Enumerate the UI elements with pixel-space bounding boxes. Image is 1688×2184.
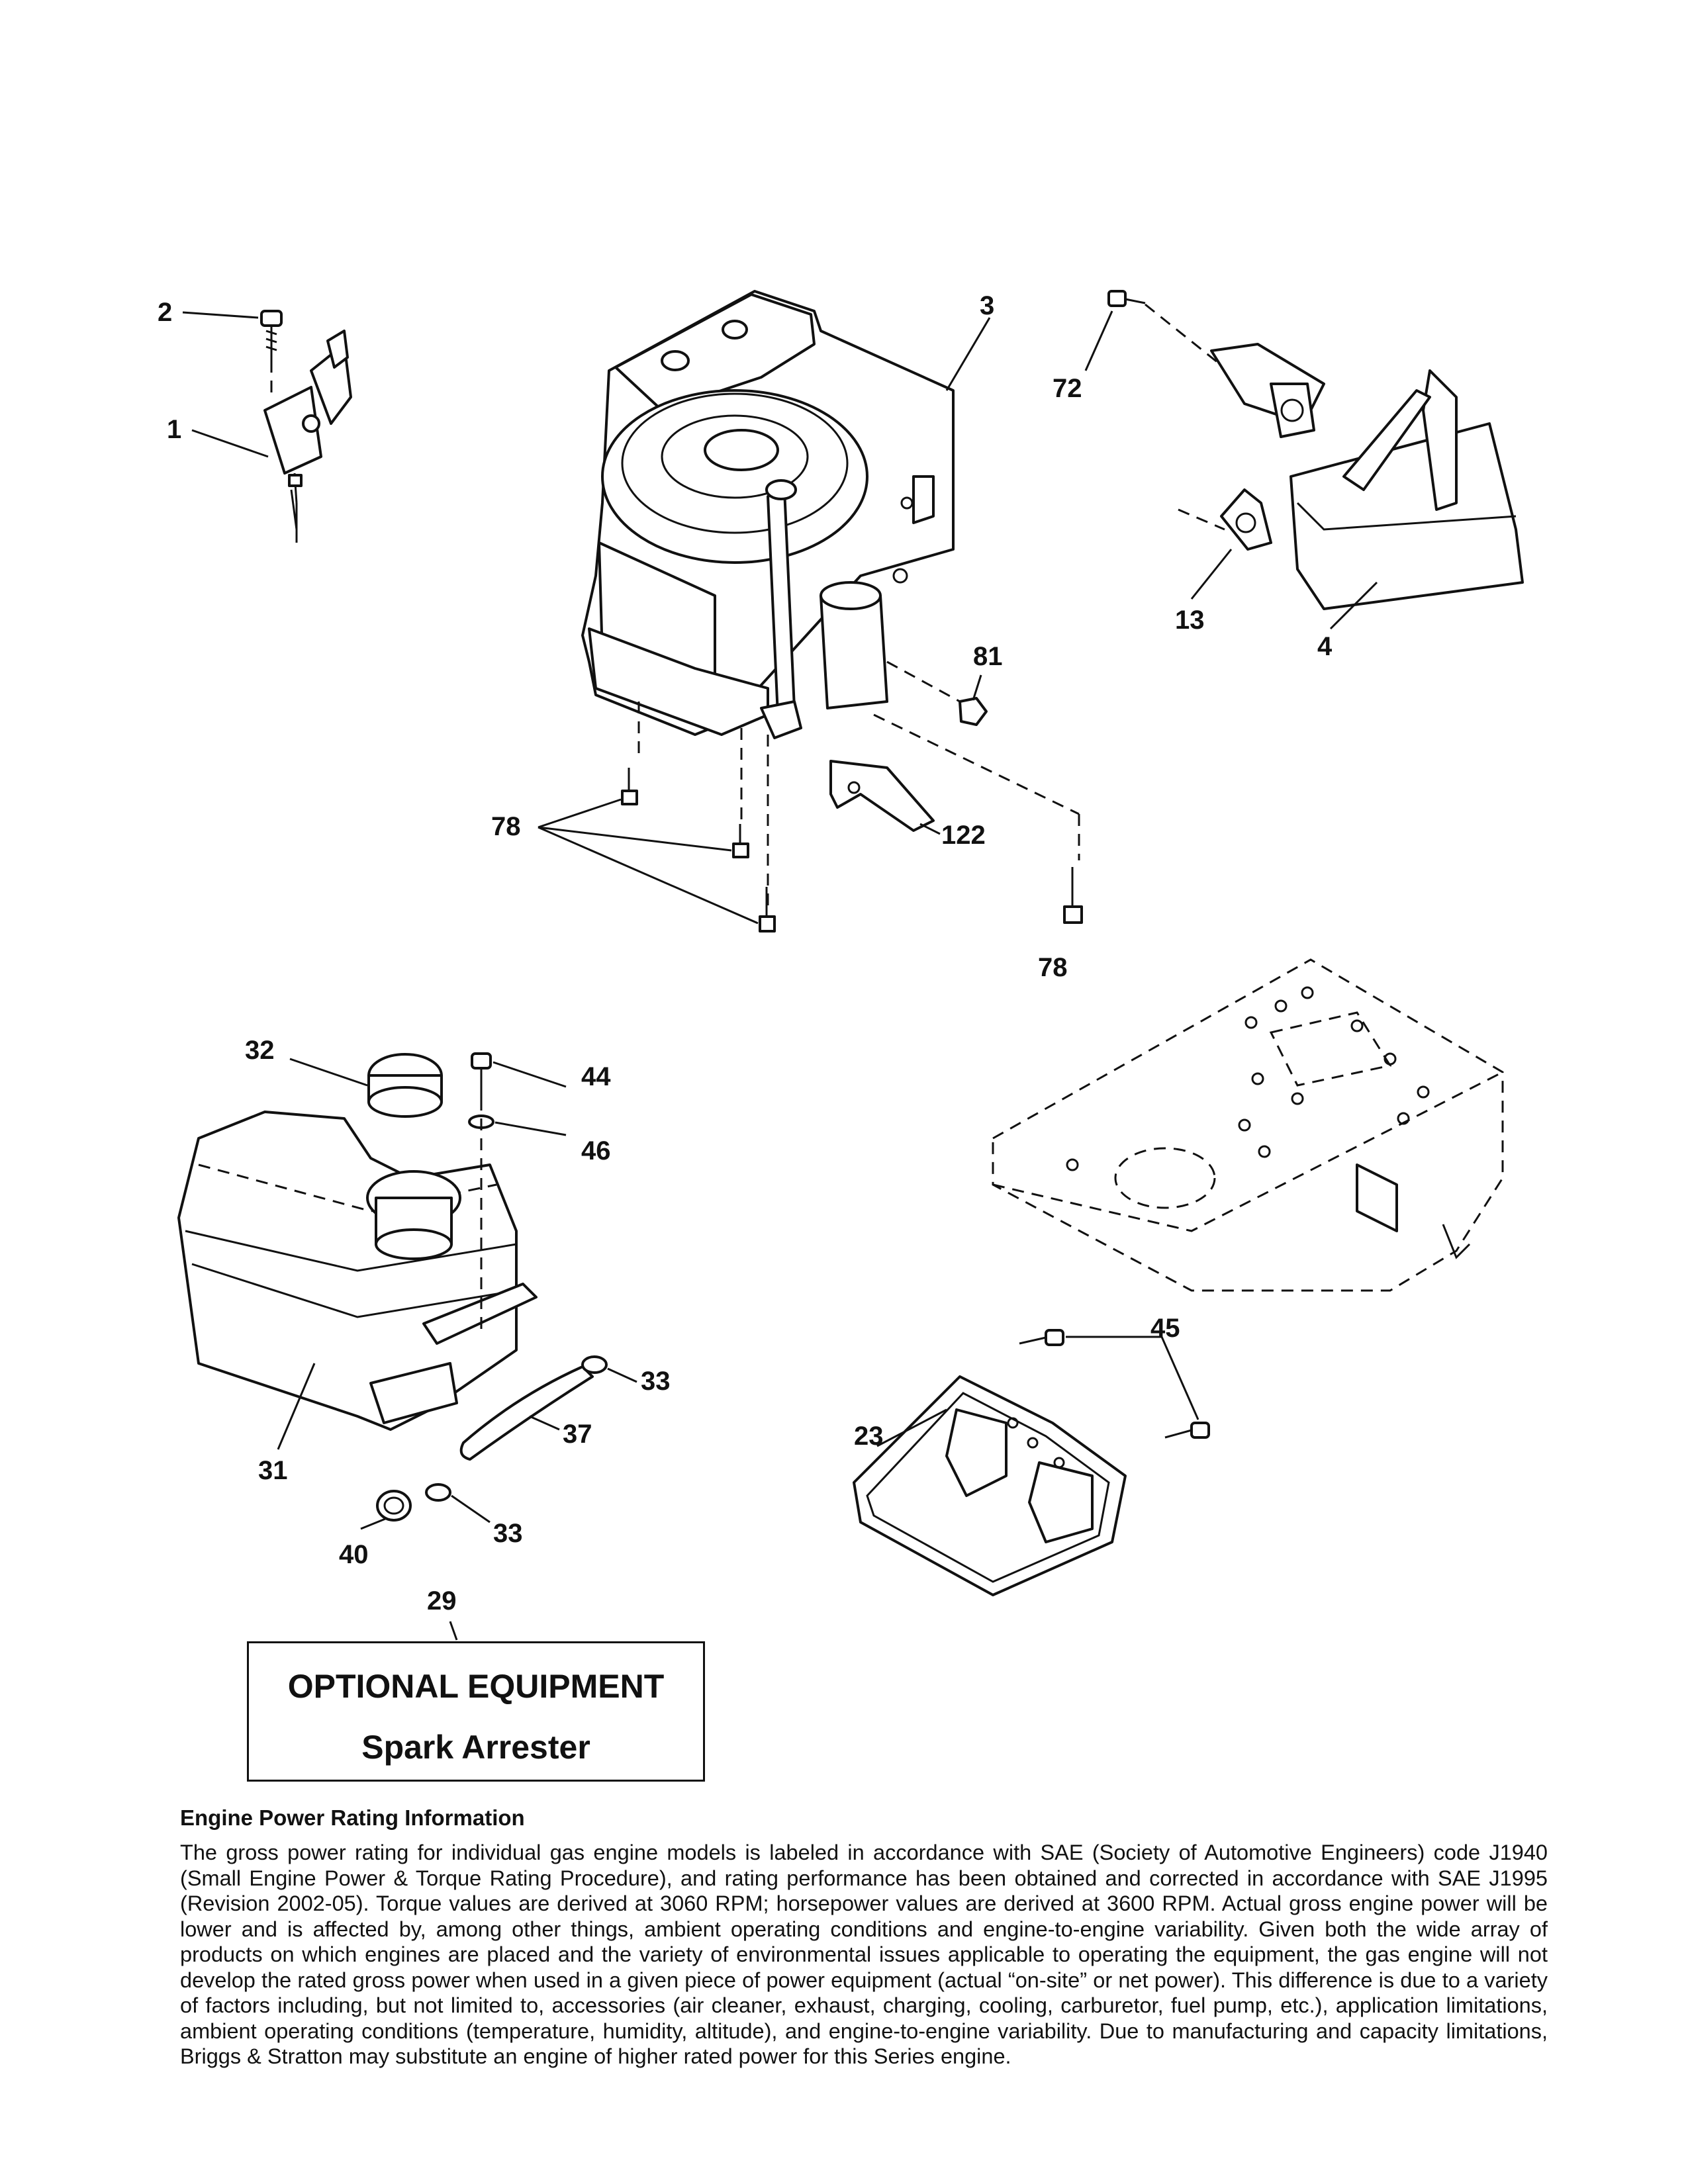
frame-outline [992,958,1504,1292]
callout-4: 4 [1317,632,1333,661]
bolt-78-group [621,768,1083,933]
callout-33-top: 33 [641,1367,671,1396]
callout-37: 37 [563,1420,592,1449]
callout-1: 1 [167,415,181,444]
callout-78-left: 78 [491,812,521,841]
engine-assembly [581,290,1080,907]
nut-81 [959,697,988,726]
optional-equipment-box: OPTIONAL EQUIPMENT Spark Arrester [247,1641,705,1782]
callout-45: 45 [1150,1314,1180,1343]
callout-29: 29 [427,1586,457,1615]
callout-33-bottom: 33 [493,1519,523,1548]
callout-3: 3 [980,291,994,320]
callout-23: 23 [854,1422,884,1451]
callout-81: 81 [973,642,1003,671]
info-body: The gross power rating for individual ga… [180,1841,1548,2068]
throttle-control-assembly [260,310,352,543]
optional-equipment-title: OPTIONAL EQUIPMENT [287,1668,665,1705]
engine-power-rating-info: Engine Power Rating Information The gros… [180,1805,1548,2070]
callout-72: 72 [1053,374,1082,403]
callout-31: 31 [258,1456,288,1485]
shield-122 [829,760,935,832]
callout-122: 122 [941,821,986,850]
leader-lines [182,310,1378,1641]
callout-32: 32 [245,1036,275,1065]
callout-78-right: 78 [1038,953,1068,982]
heat-shield-23 [853,1329,1210,1596]
fuel-tank-assembly [177,1052,608,1522]
callout-2: 2 [158,298,172,327]
callout-44: 44 [581,1062,611,1091]
callout-40: 40 [339,1540,369,1569]
info-title: Engine Power Rating Information [180,1805,525,1830]
muffler-assembly [1107,290,1524,610]
callout-46: 46 [581,1136,611,1165]
callout-13: 13 [1175,606,1205,635]
spark-arrester-label: Spark Arrester [361,1729,590,1766]
callout-labels: 2 1 3 72 13 4 81 122 78 78 32 44 46 45 3… [158,291,1333,1615]
